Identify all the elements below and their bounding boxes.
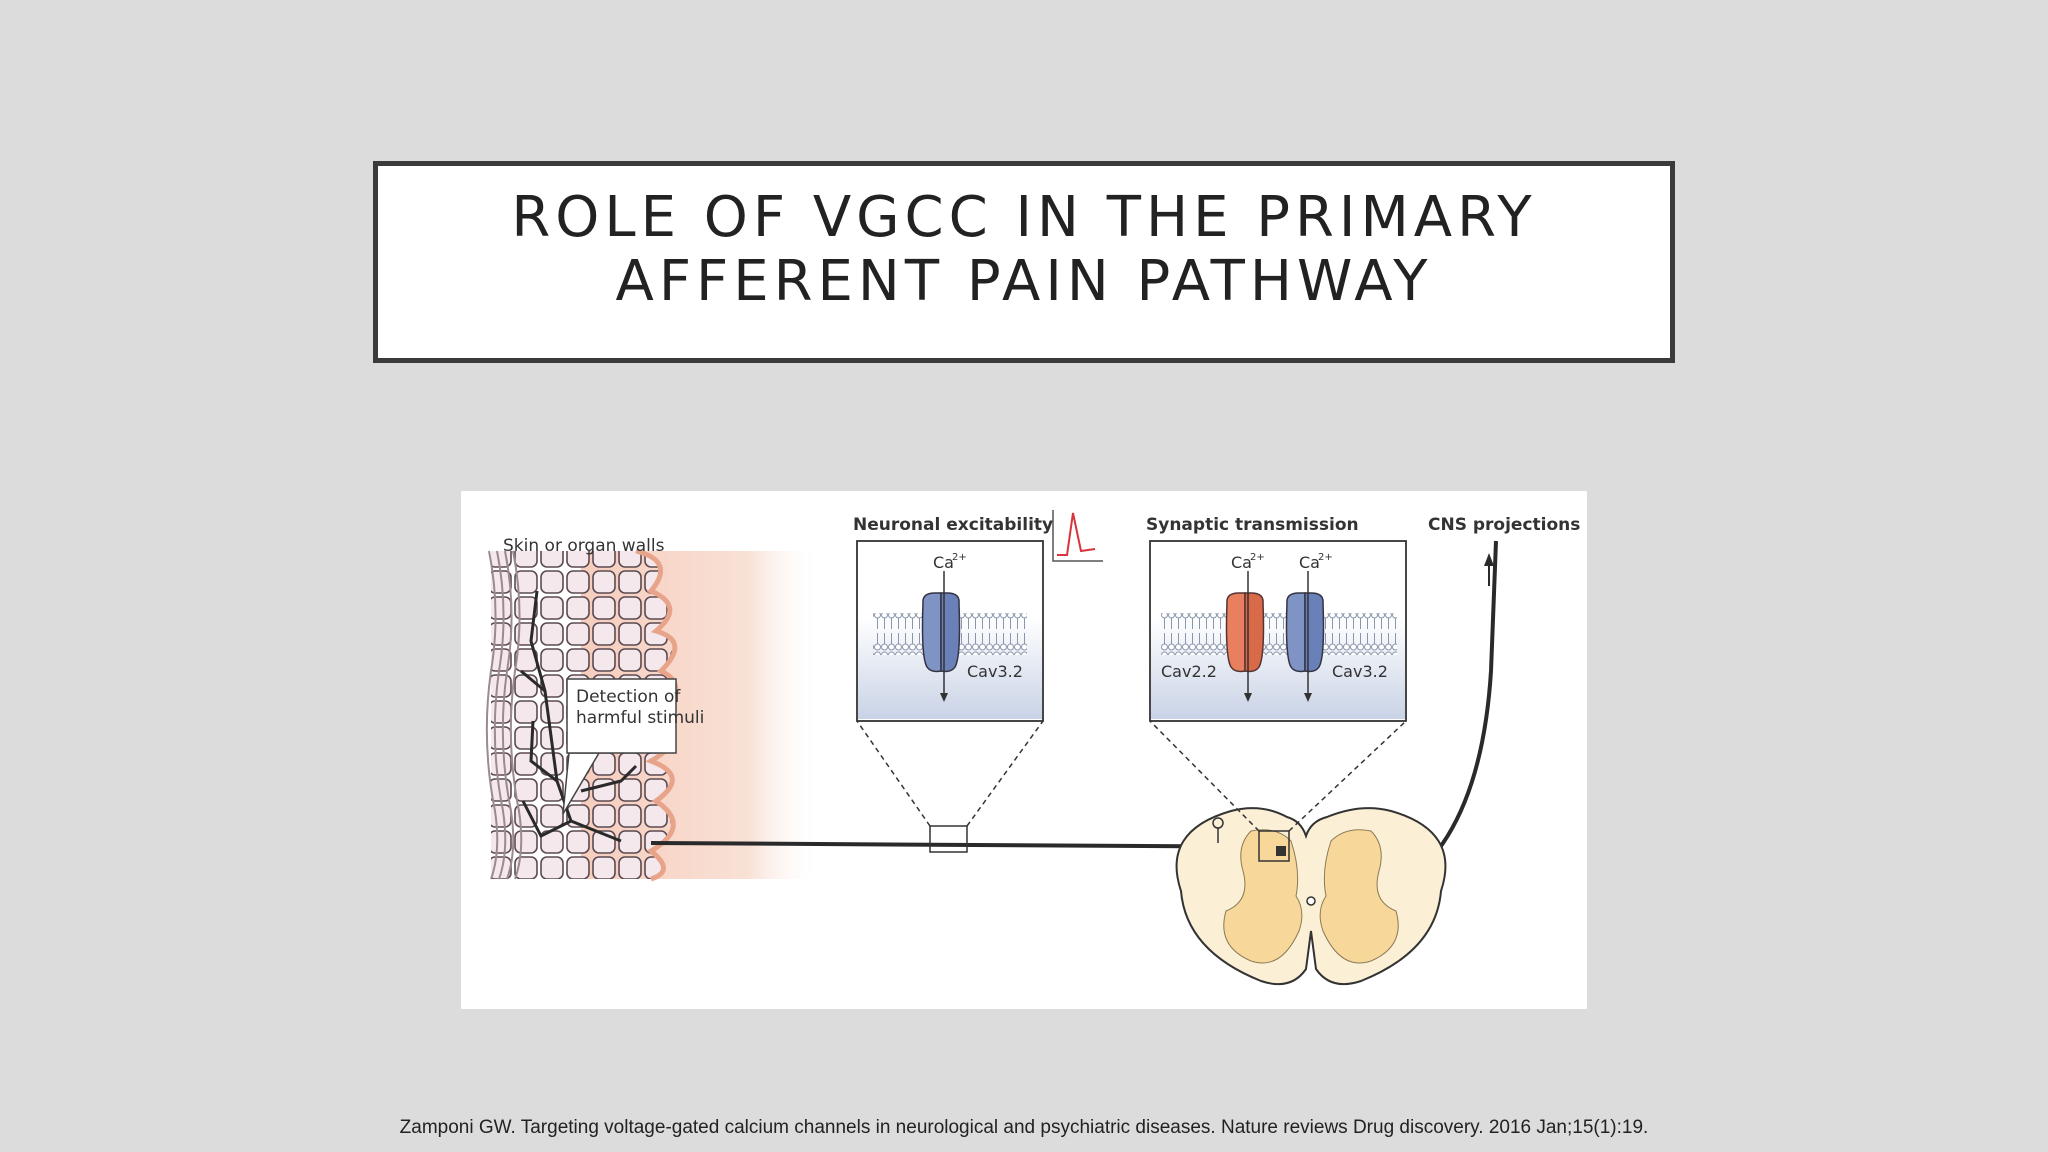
detection-callout: Detection of harmful stimuli (562, 678, 704, 815)
cav22-channel-right (1244, 592, 1265, 673)
detection-label-line-1: Detection of (576, 687, 681, 707)
excitability-panel: Ca 2+ Cav3.2 (856, 540, 1044, 722)
synaptic-panel: Ca 2+ Ca 2+ Cav2.2 Cav3.2 (1149, 540, 1407, 722)
synaptic-transmission-label: Synaptic transmission (1146, 515, 1359, 535)
zoom-lines-excitability (856, 720, 1044, 827)
pain-pathway-figure: Skin or organ walls Detection of harmful… (461, 491, 1587, 1009)
ca-charge-3: 2+ (1318, 552, 1333, 563)
central-canal (1306, 896, 1316, 906)
cav32-label-1: Cav3.2 (967, 662, 1023, 681)
spinal-gray-matter-right (1319, 829, 1399, 964)
cns-projections-label: CNS projections (1428, 515, 1580, 535)
synapse-terminal (1276, 846, 1286, 856)
axon-zoom-box (929, 825, 968, 853)
spinal-white-matter (1175, 807, 1447, 985)
cns-arrowhead-icon (1484, 553, 1494, 566)
slide-title-line-1: ROLE OF VGCC IN THE PRIMARY (511, 185, 1537, 250)
slide-title-line-2: AFFERENT PAIN PATHWAY (615, 249, 1433, 314)
skin-label: Skin or organ walls (503, 536, 665, 556)
cav32-channel-left (921, 592, 942, 673)
action-potential-icon (1052, 510, 1103, 562)
nerve-endings (520, 590, 638, 843)
pathway-diagram: Skin or organ walls Detection of harmful… (485, 510, 1580, 985)
cav32-channel-synaptic-right (1304, 592, 1325, 673)
spinal-gray-matter-left (1223, 829, 1303, 964)
ca-label-1: Ca (933, 553, 954, 572)
cav22-channel-left (1225, 592, 1246, 673)
outer-wall-layers (485, 550, 523, 880)
title-box: ROLE OF VGCC IN THE PRIMARY AFFERENT PAI… (373, 161, 1675, 363)
synapse-zoom-box (1258, 830, 1290, 862)
cav22-label: Cav2.2 (1161, 662, 1217, 681)
citation: Zamponi GW. Targeting voltage-gated calc… (399, 1117, 1649, 1138)
detection-label-line-2: harmful stimuli (576, 708, 704, 728)
zoom-lines-synaptic (1149, 720, 1407, 832)
ca-charge-1: 2+ (952, 552, 967, 563)
cav32-channel-right (940, 592, 961, 673)
ca-label-2: Ca (1231, 553, 1252, 572)
neuronal-excitability-label: Neuronal excitability (853, 515, 1053, 535)
synaptic-membrane-bilayer (1161, 613, 1397, 655)
spinal-cord (1175, 807, 1447, 985)
ca-label-3: Ca (1299, 553, 1320, 572)
ca-charge-2: 2+ (1250, 552, 1265, 563)
cav32-label-2: Cav3.2 (1332, 662, 1388, 681)
cav32-channel-synaptic-left (1285, 592, 1306, 673)
